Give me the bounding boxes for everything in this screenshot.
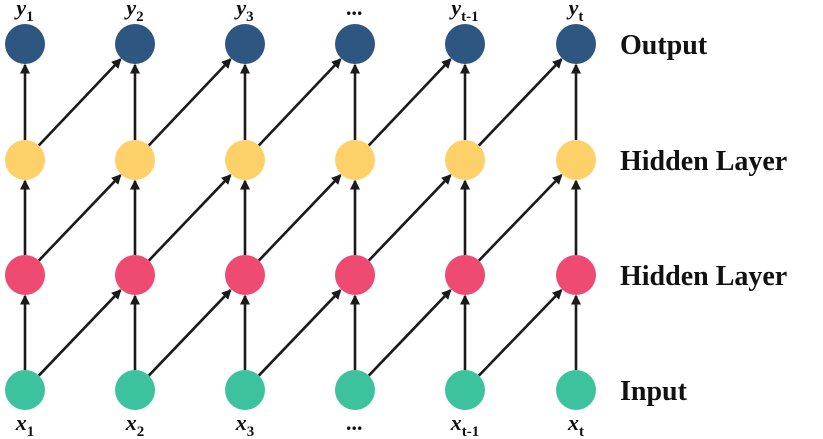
- hidden-node-upper: [445, 140, 485, 180]
- diagonal-arrow: [147, 289, 232, 377]
- diagonal-arrow: [477, 289, 563, 377]
- input-node: [225, 370, 265, 410]
- diagonal-arrow: [477, 174, 563, 262]
- output-label-subscript: 2: [136, 9, 144, 25]
- input-label-base: x: [235, 410, 247, 435]
- diagonal-arrow: [257, 174, 342, 262]
- diagonal-arrow: [37, 174, 122, 262]
- output-label-base: ...: [347, 0, 364, 20]
- output-label-base: y: [13, 0, 26, 20]
- hidden-node-lower: [5, 255, 45, 295]
- hidden-node-lower: [556, 255, 596, 295]
- diagonal-arrow: [367, 58, 452, 147]
- output-label: y2: [123, 0, 143, 25]
- diagonal-arrow: [257, 289, 342, 377]
- hidden-node-lower: [445, 255, 485, 295]
- input-label: xt-1: [450, 410, 480, 439]
- hidden-node-upper: [5, 140, 45, 180]
- input-node: [335, 370, 375, 410]
- output-node: [556, 24, 596, 64]
- diagonal-arrow: [147, 174, 232, 262]
- network-nodes: [5, 24, 596, 410]
- input-label-subscript: t-1: [462, 424, 480, 439]
- input-label-base: x: [567, 410, 579, 435]
- input-label: xt: [567, 410, 584, 439]
- input-label-base: x: [15, 410, 27, 435]
- connection-arrows: [20, 58, 581, 377]
- output-label-base: y: [448, 0, 461, 20]
- input-label-base: x: [450, 410, 462, 435]
- input-label-base: x: [125, 410, 137, 435]
- hidden-node-lower: [335, 255, 375, 295]
- input-label-subscript: t: [579, 424, 584, 439]
- output-node: [225, 24, 265, 64]
- diagonal-arrow: [37, 289, 122, 377]
- hidden-node-upper: [556, 140, 596, 180]
- hidden-node-lower: [225, 255, 265, 295]
- input-node: [445, 370, 485, 410]
- input-node: [556, 370, 596, 410]
- output-node: [335, 24, 375, 64]
- output-label-base: y: [123, 0, 136, 20]
- input-label: x1: [15, 410, 35, 439]
- hidden-node-upper: [225, 140, 265, 180]
- input-label: ...: [347, 410, 364, 435]
- diagonal-arrow: [37, 58, 122, 147]
- output-label: ...: [347, 0, 364, 20]
- hidden-layer-label-upper: Hidden Layer: [620, 146, 787, 177]
- output-label-subscript: 3: [246, 9, 254, 25]
- output-node: [115, 24, 155, 64]
- input-layer-label: Input: [620, 376, 688, 407]
- output-label: yt-1: [448, 0, 478, 25]
- output-label-base: y: [566, 0, 579, 20]
- output-label-subscript: t-1: [461, 9, 479, 25]
- output-label: y3: [233, 0, 253, 25]
- diagonal-arrow: [367, 289, 452, 377]
- diagonal-arrow: [147, 58, 232, 147]
- input-label-subscript: 3: [247, 424, 255, 439]
- output-label-subscript: 1: [26, 9, 34, 25]
- diagonal-arrow: [477, 58, 563, 147]
- input-label-base: ...: [347, 410, 364, 435]
- output-label-base: y: [233, 0, 246, 20]
- output-label-subscript: t: [578, 9, 583, 25]
- output-node: [445, 24, 485, 64]
- input-node: [5, 370, 45, 410]
- input-label-subscript: 2: [137, 424, 145, 439]
- input-label: x2: [125, 410, 145, 439]
- output-label: y1: [13, 0, 33, 25]
- diagonal-arrow: [367, 174, 452, 262]
- output-layer-label: Output: [620, 30, 708, 61]
- input-label-subscript: 1: [27, 424, 35, 439]
- hidden-node-upper: [115, 140, 155, 180]
- hidden-node-upper: [335, 140, 375, 180]
- output-label: yt: [566, 0, 584, 25]
- output-node: [5, 24, 45, 64]
- hidden-node-lower: [115, 255, 155, 295]
- input-label: x3: [235, 410, 255, 439]
- hidden-layer-label-lower: Hidden Layer: [620, 261, 787, 292]
- diagonal-arrow: [257, 58, 342, 147]
- input-node: [115, 370, 155, 410]
